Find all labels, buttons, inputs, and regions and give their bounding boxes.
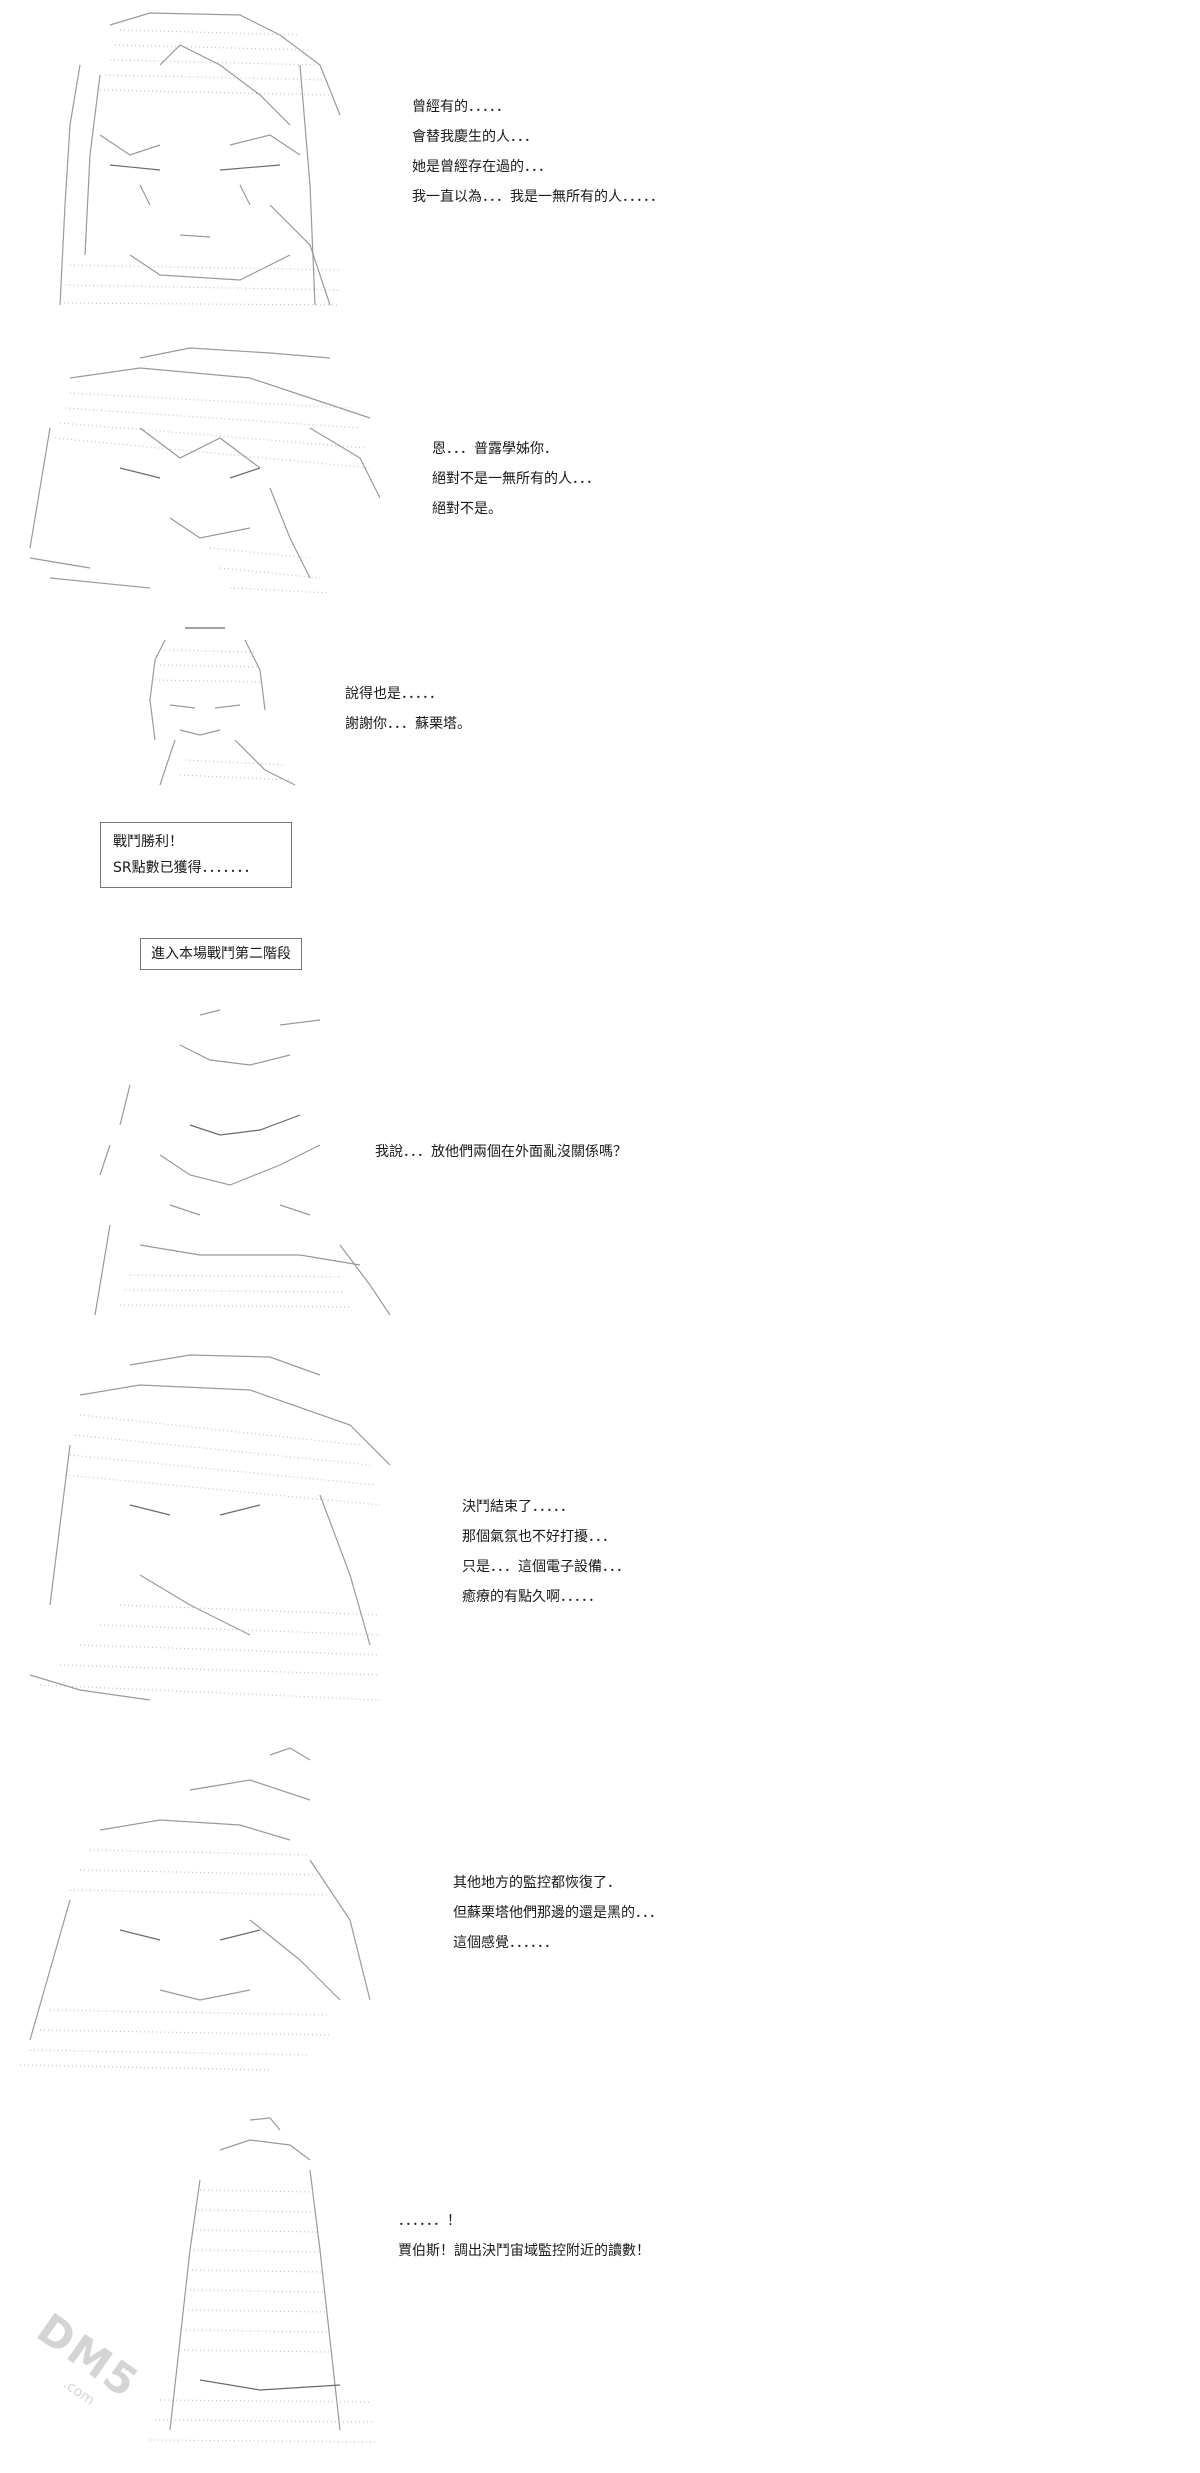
ascii-art-character-8 [10, 1740, 390, 2080]
box-line: 進入本場戰鬥第二階段 [151, 946, 291, 962]
dialogue-line: 其他地方的監控都恢復了． [453, 1875, 621, 1891]
dialogue-panel-9: ．．．．．．！ 賈伯斯！調出決鬥宙域監控附近的讀數！ [398, 2206, 650, 2266]
dialogue-line: 絕對不是一無所有的人．．． [432, 471, 600, 487]
dialogue-line: 癒療的有點久啊．．．．． [462, 1589, 602, 1605]
second-phase-box: 進入本場戰鬥第二階段 [140, 938, 302, 970]
dialogue-line: 我一直以為．．．我是一無所有的人．．．．． [412, 189, 664, 205]
ascii-art-character-2 [10, 338, 390, 598]
dialogue-panel-3: 說得也是．．．．． 謝謝你．．．蘇栗塔。 [345, 679, 471, 739]
dialogue-line: 只是．．．這個電子設備．．． [462, 1559, 630, 1575]
dialogue-line: 謝謝你．．．蘇栗塔。 [345, 716, 471, 732]
dialogue-panel-6: 我說．．．放他們兩個在外面亂沒關係嗎？ [375, 1137, 627, 1167]
dialogue-panel-1: 曾經有的．．．．． 會替我慶生的人．．． 她是曾經存在過的．．． 我一直以為．．… [412, 92, 664, 212]
ascii-art-character-9 [140, 2110, 380, 2455]
ascii-art-character-1 [40, 5, 350, 325]
box-line: SR點數已獲得．．．．．．． [113, 860, 258, 876]
dialogue-line: ．．．．．．！ [398, 2213, 461, 2229]
dialogue-line: 那個氣氛也不好打擾．．． [462, 1529, 616, 1545]
ascii-art-character-6 [80, 1005, 400, 1325]
dialogue-panel-7: 決鬥結束了．．．．． 那個氣氛也不好打擾．．． 只是．．．這個電子設備．．． 癒… [462, 1492, 630, 1612]
dialogue-panel-2: 恩．．．普露學姊你． 絕對不是一無所有的人．．． 絕對不是。 [432, 434, 600, 524]
ascii-art-character-7 [20, 1345, 400, 1710]
dialogue-line: 曾經有的．．．．． [412, 99, 510, 115]
dialogue-line: 說得也是．．．．． [345, 686, 443, 702]
dialogue-line: 恩．．．普露學姊你． [432, 441, 558, 457]
ascii-art-character-3 [125, 620, 305, 790]
dialogue-panel-8: 其他地方的監控都恢復了． 但蘇栗塔他們那邊的還是黑的．．． 這個感覺．．．．．． [453, 1868, 663, 1958]
dialogue-line: 決鬥結束了．．．．． [462, 1499, 574, 1515]
battle-victory-box: 戰鬥勝利！ SR點數已獲得．．．．．．． [100, 822, 292, 888]
dialogue-line: 賈伯斯！調出決鬥宙域監控附近的讀數！ [398, 2243, 650, 2259]
dialogue-line: 她是曾經存在過的．．． [412, 159, 552, 175]
dialogue-line: 會替我慶生的人．．． [412, 129, 538, 145]
box-line: 戰鬥勝利！ [113, 834, 183, 850]
dialogue-line: 我說．．．放他們兩個在外面亂沒關係嗎？ [375, 1144, 627, 1160]
dialogue-line: 但蘇栗塔他們那邊的還是黑的．．． [453, 1905, 663, 1921]
dialogue-line: 絕對不是。 [432, 501, 502, 517]
dialogue-line: 這個感覺．．．．．． [453, 1935, 558, 1951]
